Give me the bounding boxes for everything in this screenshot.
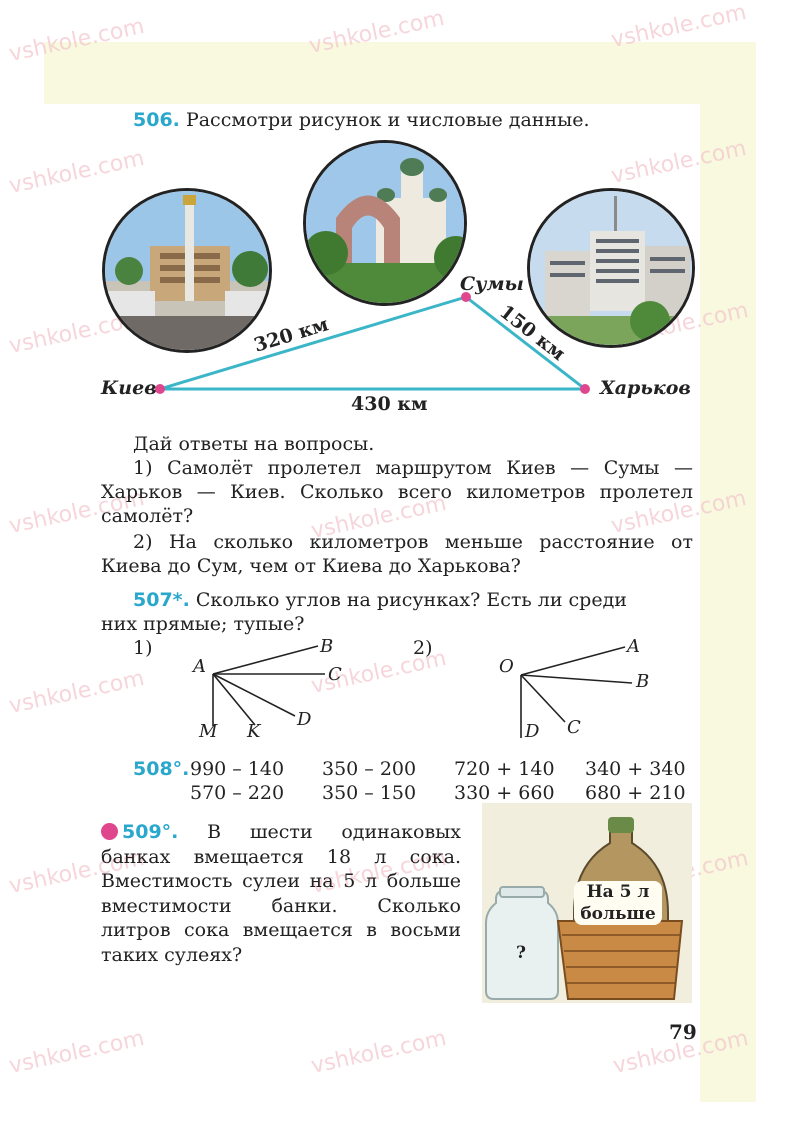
task-number: 509°.	[122, 821, 179, 843]
task-text: В шести одинаковых банках вмещается 18 л…	[101, 821, 461, 966]
task-507-line2: них прямые; тупые?	[101, 613, 305, 635]
fig1-point-D: D	[297, 709, 312, 730]
fig1-vertex-A: A	[193, 656, 206, 677]
expr-2-2: 350 – 150	[322, 782, 417, 804]
top-band	[44, 42, 756, 104]
route-sumy-kharkov	[465, 295, 586, 391]
bottle-label: На 5 л больше	[574, 881, 662, 925]
fig2-vertex-O: O	[499, 656, 514, 677]
task-text: Рассмотри рисунок и числовые данные.	[185, 109, 590, 131]
figure-1-label: 1)	[133, 637, 153, 659]
jar-illustration: ? На 5 л больше	[482, 803, 692, 1003]
sumy-point	[461, 292, 471, 302]
figure-1-rays	[212, 645, 325, 726]
task-number: 507*.	[133, 589, 190, 611]
expr-1-1: 990 – 140	[190, 758, 285, 780]
task-508-number: 508°.	[133, 757, 189, 781]
label-kiev: Киев	[101, 377, 157, 399]
expr-2-3: 330 + 660	[454, 782, 555, 804]
expr-1-4: 340 + 340	[585, 758, 686, 780]
task-509: 509°. В шести одинаковых банках вмещаетс…	[101, 820, 461, 967]
bottle-label-line1: На 5 л	[574, 881, 662, 903]
bottle-label-number: 5	[619, 882, 632, 902]
fig1-point-K: K	[247, 721, 261, 742]
fig2-point-D: D	[525, 721, 540, 742]
task-number: 506.	[133, 109, 180, 131]
jar-question-mark: ?	[516, 943, 526, 963]
task-507-line1: 507*. Сколько углов на рисунках? Есть ли…	[133, 588, 627, 612]
questions-intro: Дай ответы на вопросы.	[133, 433, 375, 455]
expr-2-4: 680 + 210	[585, 782, 686, 804]
fig2-point-A: A	[627, 636, 640, 657]
bottle-label-line2: больше	[580, 904, 656, 924]
expr-1-2: 350 – 200	[322, 758, 417, 780]
route-map	[155, 292, 590, 394]
kiev-point	[155, 384, 165, 394]
watermark: vshkole.com	[308, 1025, 449, 1080]
distance-kiev-kharkov: 430 км	[351, 393, 428, 415]
label-kharkov: Харьков	[600, 377, 691, 399]
question-1: 1) Самолёт пролетел маршрутом Киев — Сум…	[101, 457, 693, 527]
fig1-point-M: M	[199, 721, 218, 742]
bottle-label-unit: л	[637, 882, 650, 902]
route-kiev-sumy	[159, 295, 467, 391]
figure-2-label: 2)	[413, 637, 433, 659]
expr-1-3: 720 + 140	[454, 758, 555, 780]
expr-2-1: 570 – 220	[190, 782, 285, 804]
bottle-label-word: На	[586, 882, 614, 902]
figure-2-rays	[520, 646, 633, 738]
right-band	[700, 104, 756, 1102]
task-506-heading: 506. Рассмотри рисунок и числовые данные…	[133, 108, 590, 132]
fig1-point-C: C	[328, 664, 342, 685]
label-sumy: Сумы	[460, 273, 524, 295]
fig2-point-C: C	[567, 717, 581, 738]
watermark: vshkole.com	[6, 1025, 147, 1080]
difficulty-dot-icon	[101, 823, 118, 840]
task-text: Сколько углов на рисунках? Есть ли среди	[195, 589, 627, 611]
page-number: 79	[669, 1020, 697, 1044]
angle-figures	[212, 645, 633, 738]
kharkov-point	[580, 384, 590, 394]
question-2: 2) На сколько километров меньше расстоян…	[101, 531, 693, 577]
fig2-point-B: B	[636, 671, 650, 692]
sumy-photo	[303, 140, 467, 306]
task-number: 508°.	[133, 758, 190, 780]
fig1-point-B: B	[320, 636, 334, 657]
